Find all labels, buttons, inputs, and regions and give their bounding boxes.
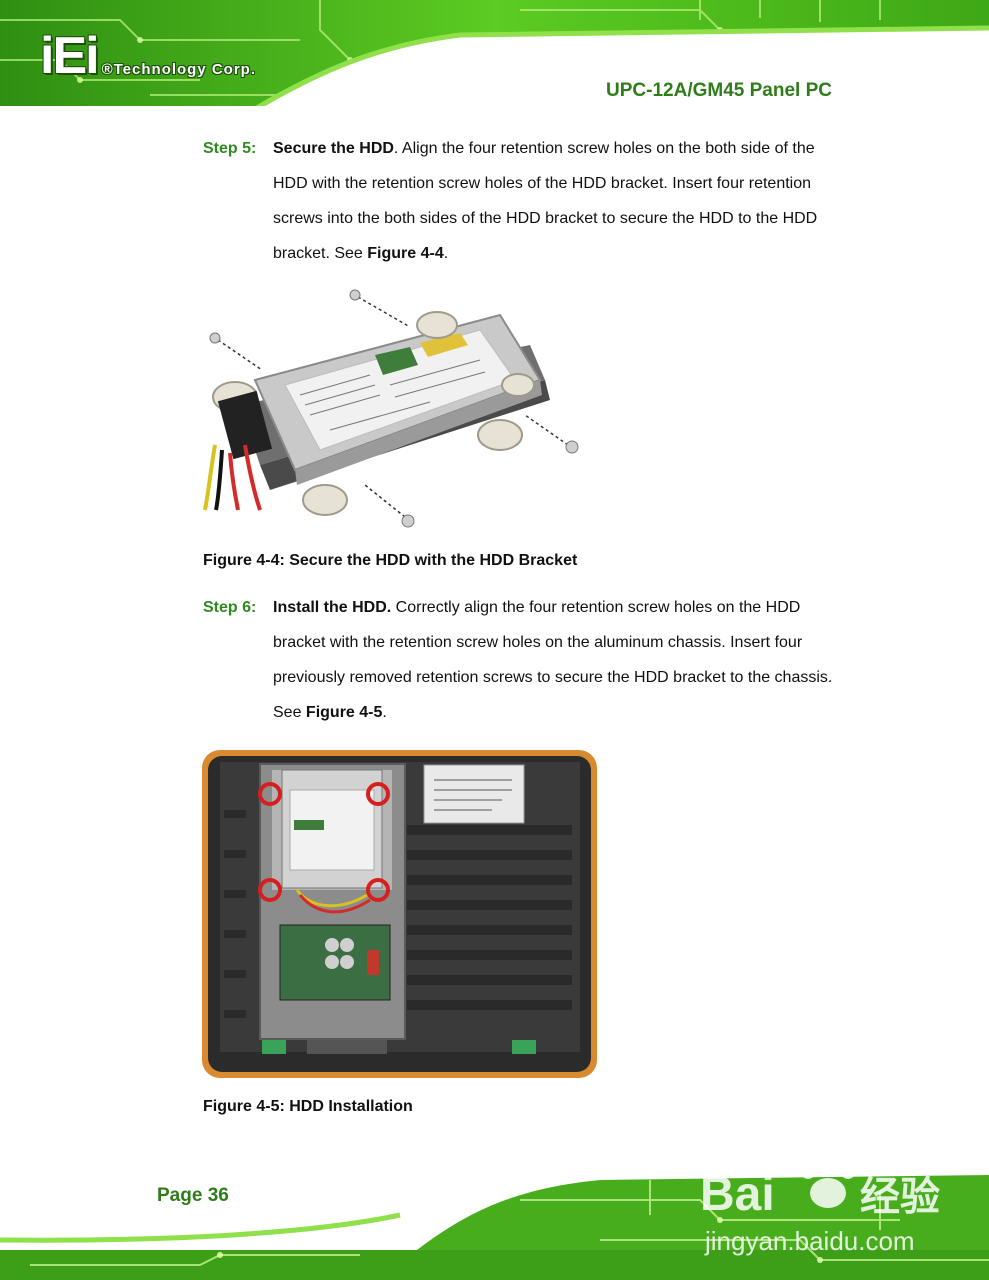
page-footer	[0, 1160, 989, 1280]
step-6-label: Step 6:	[203, 599, 257, 616]
step-5-content: Secure the HDD. Align the four retention…	[273, 140, 818, 262]
step-5-title: Secure the HDD	[273, 140, 394, 157]
watermark-brand: Bai	[700, 1168, 775, 1221]
step-6: Step 6: Install the HDD. Correctly align…	[203, 590, 853, 730]
page-number: Page 36	[157, 1185, 229, 1206]
step-5: Step 5: Secure the HDD. Align the four r…	[203, 131, 853, 271]
figure-4-4-caption: Figure 4-4: Secure the HDD with the HDD …	[203, 552, 578, 569]
step-5-text: . Align the four retention screw holes o…	[273, 140, 818, 262]
watermark-cn: 经验	[860, 1174, 940, 1220]
circuit-board-footer	[0, 1160, 989, 1280]
figure-hdd-installation-photo	[202, 750, 597, 1078]
baidu-jingyan-watermark: Bai 经验 jingyan.baidu.com	[700, 1149, 940, 1256]
step-6-title: Install the HDD.	[273, 599, 392, 616]
step-5-figure-ref[interactable]: Figure 4-4	[367, 245, 444, 262]
figure-hdd-bracket-photo	[203, 289, 579, 528]
iei-logo: iEi ®Technology Corp.	[40, 30, 256, 82]
logo-text: ®Technology Corp.	[101, 61, 257, 78]
page-header: iEi ®Technology Corp. UPC-12A/GM45 Panel…	[0, 0, 989, 112]
step-6-content: Install the HDD. Correctly align the fou…	[273, 599, 833, 721]
logo-mark: iEi	[40, 27, 100, 85]
step-6-figure-ref[interactable]: Figure 4-5	[305, 704, 383, 721]
watermark-url: jingyan.baidu.com	[704, 1226, 915, 1256]
figure-4-5-caption: Figure 4-5: HDD Installation	[203, 1098, 413, 1115]
product-title: UPC-12A/GM45 Panel PC	[606, 80, 832, 101]
circuit-board-banner	[0, 0, 989, 112]
step-5-label: Step 5:	[203, 140, 257, 157]
step-6-text: Correctly align the four retention screw…	[273, 599, 833, 721]
